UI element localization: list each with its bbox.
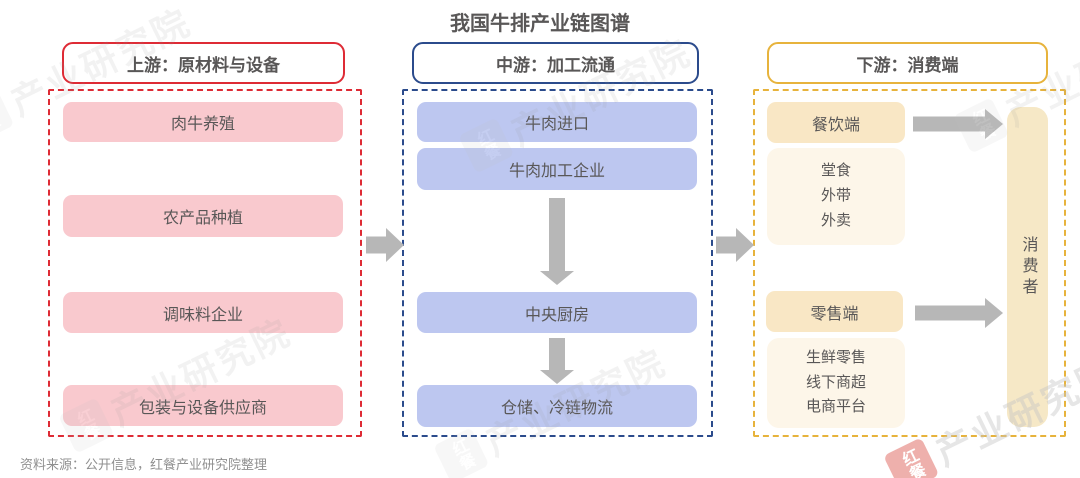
retail-channel-fresh: 生鲜零售 <box>805 348 866 366</box>
arrow-head <box>736 227 754 262</box>
arrow-body <box>716 236 736 253</box>
node-retail-channel: 零售端 <box>766 291 903 332</box>
node-catering-subchannels: 堂食 外带 外卖 <box>767 148 905 245</box>
catering-channel-dine-in: 堂食 <box>820 162 851 180</box>
node-packaging-equipment-suppliers: 包装与设备供应商 <box>63 385 343 426</box>
arrow-head <box>985 298 1003 328</box>
arrow-right-icon <box>913 109 1003 139</box>
arrow-body <box>366 236 386 253</box>
downstream-container <box>753 89 1066 437</box>
node-seasoning-companies: 调味料企业 <box>63 292 343 333</box>
node-crop-planting: 农产品种植 <box>63 195 343 237</box>
arrow-body <box>549 338 565 371</box>
arrow-head <box>540 271 574 285</box>
arrow-body <box>915 305 985 321</box>
node-warehousing-cold-chain: 仓储、冷链物流 <box>417 385 697 427</box>
upstream-header: 上游：原材料与设备 <box>62 42 345 84</box>
catering-channel-takeout: 外带 <box>820 187 851 205</box>
node-beef-cattle-breeding: 肉牛养殖 <box>63 102 343 142</box>
arrow-body <box>913 116 985 132</box>
arrow-head <box>985 109 1003 139</box>
catering-channel-delivery: 外卖 <box>820 211 851 229</box>
upstream-container <box>48 89 362 437</box>
retail-channel-supermarket: 线下商超 <box>805 373 866 391</box>
page-title: 我国牛排产业链图谱 <box>450 13 630 35</box>
retail-channel-ecommerce: 电商平台 <box>805 398 866 416</box>
arrow-down-icon <box>540 198 574 285</box>
node-catering-channel: 餐饮端 <box>767 102 905 143</box>
arrow-down-icon <box>540 338 574 384</box>
hongcan-logo-icon: 红餐 <box>0 87 15 144</box>
arrow-right-icon <box>915 298 1003 328</box>
node-retail-subchannels: 生鲜零售 线下商超 电商平台 <box>767 338 905 428</box>
node-consumer: 消费者 <box>1007 107 1048 427</box>
arrow-head <box>386 227 404 262</box>
source-note: 资料来源：公开信息，红餐产业研究院整理 <box>20 457 268 472</box>
hongcan-logo-icon: 红餐 <box>883 437 940 478</box>
arrow-right-icon <box>716 227 754 262</box>
arrow-body <box>549 198 565 272</box>
node-beef-import: 牛肉进口 <box>417 102 697 142</box>
midstream-container <box>402 89 713 437</box>
node-central-kitchen: 中央厨房 <box>417 292 697 333</box>
arrow-head <box>540 370 574 384</box>
arrow-right-icon <box>366 227 404 262</box>
downstream-header: 下游：消费端 <box>767 42 1048 84</box>
midstream-header: 中游：加工流通 <box>412 42 699 84</box>
node-beef-processing: 牛肉加工企业 <box>417 148 697 190</box>
